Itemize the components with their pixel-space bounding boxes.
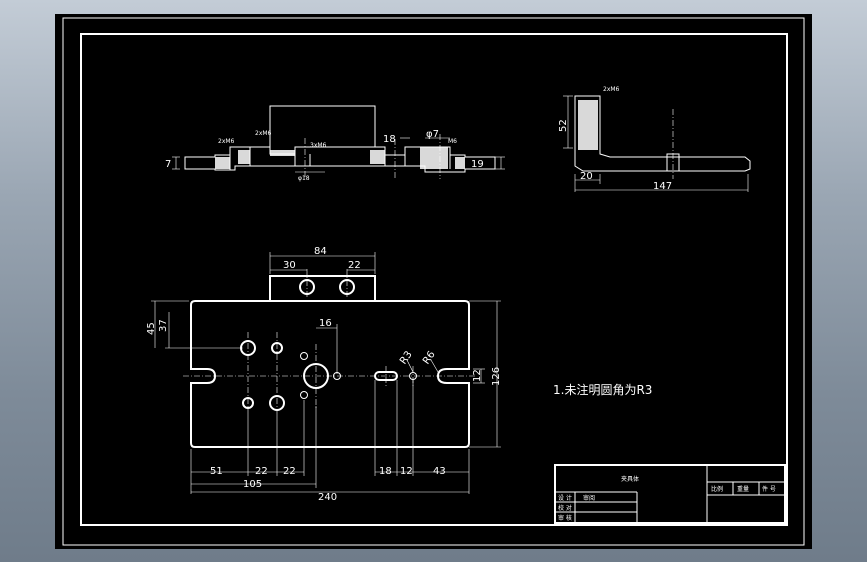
technical-note: 1.未注明圆角为R3 [553, 382, 652, 397]
drawing-sheet: 7 19 18 φ7 φ18 2xM6 2xM6 3xM6 M6 52 20 1… [55, 14, 812, 549]
plan-dim-30: 30 [283, 260, 296, 271]
side-dim-52: 52 [558, 119, 569, 132]
front-thread-4: M6 [448, 138, 457, 145]
title-col-weight: 重量 [737, 485, 749, 493]
plan-dim-37: 37 [158, 319, 169, 332]
title-col-scale: 比例 [711, 485, 723, 493]
plan-dim-12-bottom: 12 [400, 466, 413, 477]
plan-dim-22-b2: 22 [283, 466, 296, 477]
front-dim-7: 7 [165, 159, 171, 170]
plan-dim-51: 51 [210, 466, 223, 477]
plan-dim-12-right: 12 [472, 369, 483, 382]
front-dim-phi18: φ18 [298, 175, 310, 182]
cad-drawing: 7 19 18 φ7 φ18 2xM6 2xM6 3xM6 M6 52 20 1… [62, 17, 805, 546]
side-dim-147: 147 [653, 181, 672, 192]
plan-dim-45: 45 [146, 322, 157, 335]
title-row-audit: 审 核 [558, 514, 572, 522]
plan-dim-105: 105 [243, 479, 262, 490]
plan-dim-84: 84 [314, 246, 327, 257]
front-dim-18: 18 [383, 134, 396, 145]
side-dim-20: 20 [580, 171, 593, 182]
front-thread-3: 3xM6 [310, 142, 327, 149]
title-col-partno: 件 号 [762, 485, 776, 493]
plan-view [151, 252, 501, 494]
front-thread-2: 2xM6 [255, 130, 272, 137]
plan-dim-18: 18 [379, 466, 392, 477]
front-dim-19: 19 [471, 159, 484, 170]
front-dim-phi7: φ7 [426, 129, 439, 140]
plan-dim-22-b1: 22 [255, 466, 268, 477]
title-row-check: 校 对 [558, 504, 572, 512]
side-view [563, 95, 751, 192]
title-block [554, 464, 786, 524]
side-thread: 2xM6 [603, 86, 620, 93]
outer-border [62, 17, 805, 546]
front-view [172, 105, 505, 179]
plan-dim-R3: R3 [398, 349, 415, 366]
title-row-design: 设 计 [558, 494, 572, 502]
plan-dim-126: 126 [491, 367, 502, 386]
title-row-review: 审阅 [583, 494, 595, 502]
plan-dim-43: 43 [433, 466, 446, 477]
plan-dim-R6: R6 [421, 349, 438, 366]
inner-border [80, 33, 788, 526]
plan-dim-240: 240 [318, 492, 337, 503]
plan-dim-16: 16 [319, 318, 332, 329]
front-thread-1: 2xM6 [218, 138, 235, 145]
title-part-name: 夹具体 [621, 475, 639, 483]
plan-dim-22-top: 22 [348, 260, 361, 271]
